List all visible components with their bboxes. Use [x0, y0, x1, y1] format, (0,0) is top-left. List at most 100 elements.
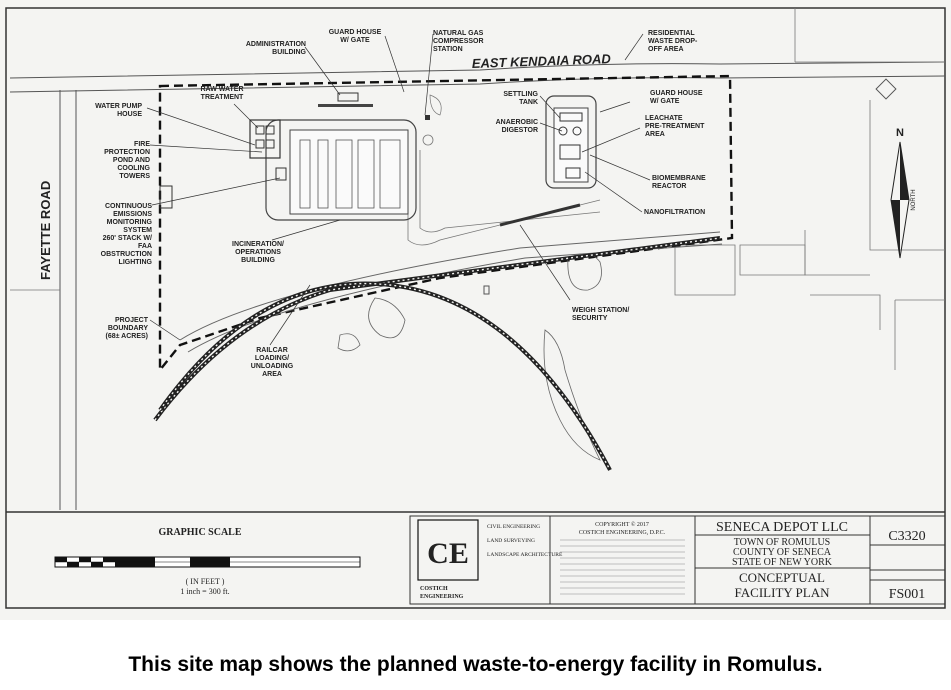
label-line: HOUSE — [117, 111, 142, 118]
label-line: PROJECT — [115, 317, 149, 324]
title-block: GRAPHIC SCALE ( IN FEET ) 1 inch = 300 f… — [54, 515, 946, 605]
image-caption: This site map shows the planned waste-to… — [128, 653, 823, 676]
label-line: RAW WATER — [200, 86, 243, 93]
label-line: OFF AREA — [648, 46, 684, 53]
label-line: UNLOADING — [251, 363, 294, 370]
client-name: SENECA DEPOT LLC — [716, 520, 848, 535]
label-weigh-station: WEIGH STATION/SECURITY — [572, 307, 629, 322]
sheet-number: FS001 — [889, 587, 926, 602]
label-line: LIGHTING — [119, 259, 153, 266]
label-line: INCINERATION/ — [232, 241, 284, 248]
label-line: GUARD HOUSE — [650, 90, 703, 97]
label-line: COUNTY OF SENECA — [733, 547, 832, 558]
label-line: COSTICH — [420, 586, 448, 592]
label-line: SETTLING — [503, 91, 538, 98]
label-line: FIRE — [134, 141, 150, 148]
firm-logo — [417, 519, 479, 581]
north-word: NORTH — [911, 189, 917, 210]
leachate-pretreatment-footprint — [545, 95, 597, 189]
label-line: AREA — [262, 371, 282, 378]
label-line: STATE OF NEW YORK — [732, 557, 833, 568]
label-line: LANDSCAPE ARCHITECTURE — [487, 552, 563, 558]
label-line: PROTECTION — [104, 149, 150, 156]
administration-building-footprint — [337, 92, 359, 102]
graphic-scale-bar — [54, 556, 361, 568]
label-line: WATER PUMP — [95, 103, 142, 110]
label-line: ANAEROBIC — [496, 119, 538, 126]
label-line: SYSTEM — [123, 227, 152, 234]
label-line: TREATMENT — [201, 94, 244, 101]
label-line: LOADING/ — [255, 355, 289, 362]
label-line: 260' STACK W/ — [103, 235, 152, 242]
incineration-building-footprint — [249, 119, 417, 221]
label-line: OBSTRUCTION — [101, 251, 152, 258]
north-letter: N — [896, 127, 904, 139]
label-line: LEACHATE — [645, 115, 683, 122]
label-line: W/ GATE — [340, 37, 370, 44]
label-line: WEIGH STATION/ — [572, 307, 629, 314]
firm-services: CIVIL ENGINEERING LAND SURVEYING LANDSCAPE… — [487, 524, 563, 558]
label-line: COSTICH ENGINEERING, D.P.C. — [579, 530, 666, 536]
label-line: BIOMEMBRANE — [652, 175, 706, 182]
label-line: TOWN OF ROMULUS — [734, 537, 831, 548]
label-line: FAA — [138, 243, 152, 250]
label-line: WASTE DROP- — [648, 38, 698, 45]
label-line: CONCEPTUAL — [739, 570, 825, 585]
fayette-road — [59, 90, 77, 510]
road-label-east-kendaia: EAST KENDAIA ROAD — [472, 51, 612, 71]
sheet-frame — [5, 7, 946, 609]
label-line: NATURAL GAS — [433, 30, 484, 37]
label-line: BUILDING — [241, 257, 275, 264]
label-line: ADMINISTRATION — [246, 41, 306, 48]
label-line: POND AND — [113, 157, 150, 164]
label-nanofiltration: NANOFILTRATION — [644, 209, 705, 216]
project-boundary-line — [158, 74, 734, 374]
label-line: RAILCAR — [256, 347, 288, 354]
label-line: NANOFILTRATION — [644, 209, 705, 216]
label-line: STATION — [433, 46, 463, 53]
label-line: OPERATIONS — [235, 249, 281, 256]
label-line: CONTINUOUS — [105, 203, 152, 210]
label-line: PRE-TREATMENT — [645, 123, 705, 130]
label-line: BOUNDARY — [108, 325, 149, 332]
site-plan-sheet: N NORTH EAST KENDAIA ROAD FAYETTE ROAD A… — [0, 0, 951, 620]
road-label-fayette: FAYETTE ROAD — [38, 181, 53, 280]
label-line: GUARD HOUSE — [329, 29, 382, 36]
label-line: CIVIL ENGINEERING — [487, 524, 540, 530]
label-line: W/ GATE — [650, 98, 680, 105]
project-number: C3320 — [888, 529, 925, 544]
label-line: TANK — [519, 99, 538, 106]
label-line: AREA — [645, 131, 665, 138]
label-line: TOWERS — [119, 173, 150, 180]
label-line: COOLING — [117, 165, 150, 172]
label-line: FACILITY PLAN — [735, 585, 831, 600]
label-line: LAND SURVEYING — [487, 538, 535, 544]
firm-monogram: CE — [427, 537, 469, 570]
graphic-scale-title: GRAPHIC SCALE — [158, 527, 241, 538]
label-line: DIGESTOR — [502, 127, 538, 134]
label-line: MONITORING — [107, 219, 153, 226]
label-line: RESIDENTIAL — [648, 30, 695, 37]
label-line: SECURITY — [572, 315, 608, 322]
railroad-track — [153, 236, 721, 471]
